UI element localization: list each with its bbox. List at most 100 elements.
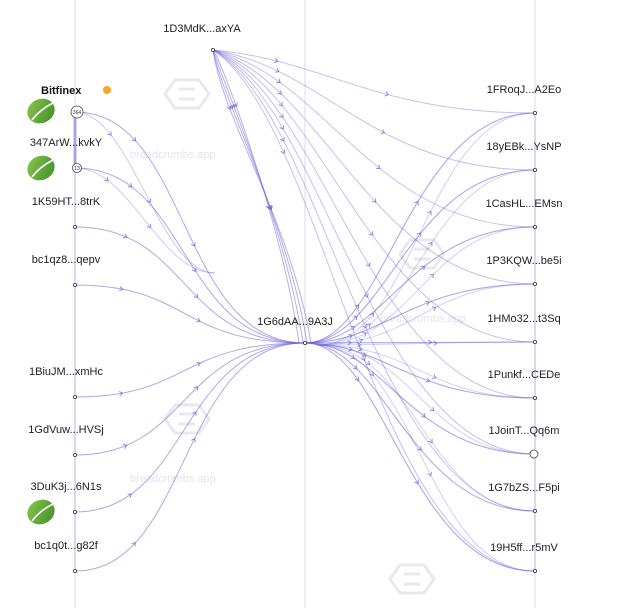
column-axes [74, 0, 536, 608]
edge-top-to-right-7-arrow [362, 324, 368, 329]
edge-center-to-right-2-arrow [350, 326, 356, 331]
edge-center-to-right-1 [304, 169, 536, 344]
edge-top-to-right-1-arrow [380, 129, 386, 134]
edge-top-to-center-1-arrow [230, 103, 236, 109]
edge-center-to-right-b-1-arrow [428, 241, 433, 247]
edge-center-to-right-b-5-arrow [431, 374, 437, 380]
right-node-1[interactable] [533, 167, 538, 172]
edge-left-3-to-center-arrow [119, 286, 124, 292]
edge-center-to-right-0-arrow [414, 200, 419, 206]
edge-center-to-right-2 [304, 226, 536, 344]
left-node-3[interactable] [73, 282, 78, 287]
right-node-label-8: 19H5ff...r5mV [490, 542, 558, 554]
edge-center-to-right-b-2-arrow [429, 273, 435, 279]
edge-top-to-right-0-arrow [274, 58, 279, 64]
edge-left-0-to-center-arrow [191, 242, 196, 247]
left-node-7[interactable] [73, 569, 78, 574]
left-node-1-badge[interactable] [72, 163, 82, 173]
edge-center-to-right-0-arrow [354, 304, 360, 309]
edge-top-to-right-3 [212, 49, 536, 285]
edge-top-to-right-6-arrow [279, 125, 285, 130]
edge-top-to-right-5-arrow [365, 262, 371, 267]
edge-center-to-right-5-arrow [425, 377, 431, 383]
edge-center-to-right-3 [304, 283, 536, 344]
edge-center-to-right-b-7-arrow [365, 360, 371, 365]
left-node-4[interactable] [73, 394, 78, 399]
exchange-status-dot [103, 86, 111, 94]
right-node-label-0: 1FRoqJ...A2Eo [487, 84, 562, 96]
edge-center-to-right-1-arrow [352, 315, 358, 321]
edge-center-to-right-b-6 [316, 344, 536, 455]
edge-left-2-to-center-arrow [123, 233, 128, 239]
left-node-label-2: 1K59HT...8trK [32, 196, 101, 208]
edge-center-to-right-b-4-arrow [433, 340, 438, 346]
watermark-text: breadcrumbs.app [130, 149, 216, 161]
left-node-label-6: 3DuK3j...6N1s [31, 481, 102, 493]
left-node-0-badge[interactable] [70, 105, 84, 119]
edge-left-2-to-center-arrow [193, 293, 199, 299]
edge-center-to-right-6 [304, 342, 536, 455]
edge-center-to-right-b-7 [316, 344, 536, 512]
left-node-label-1: 347ArW...kvkY [30, 137, 103, 149]
center-node[interactable] [302, 340, 307, 345]
edge-top-to-right-5-arrow [279, 113, 284, 119]
edge-left-4-to-center-arrow [118, 391, 124, 397]
edge-top-to-right-7-arrow [280, 137, 285, 142]
right-node-label-2: 1CasHL...EMsn [485, 198, 562, 210]
left-node-0-badge-count: 364 [73, 110, 82, 116]
edge-left-1-to-center-arrow [127, 182, 133, 188]
edge-left-4-to-center [74, 342, 306, 398]
edge-layer [74, 49, 536, 572]
edge-center-to-right-b-8 [316, 344, 536, 572]
edge-center-to-right-b-8-arrow [427, 471, 432, 477]
left-node-5[interactable] [73, 452, 78, 457]
left-node-2[interactable] [73, 224, 78, 229]
edge-top-to-right-8 [212, 49, 536, 572]
edge-center-to-right-b-2-arrow [362, 332, 367, 337]
right-node-6[interactable] [529, 449, 539, 459]
right-node-5[interactable] [533, 395, 538, 400]
right-node-2[interactable] [533, 224, 538, 229]
edge-center-to-right-7-arrow [417, 446, 422, 451]
right-node-label-3: 1P3KQW...be5i [486, 255, 561, 267]
edge-top-to-right-1-arrow [275, 67, 280, 73]
edge-left-0-flow-arrow [146, 198, 152, 204]
edge-center-to-right-b-4 [316, 341, 536, 346]
edge-center-to-right-b-6-arrow [361, 352, 367, 357]
edge-center-to-right-b-6-arrow [429, 406, 435, 412]
edge-center-to-right-b-3-arrow [358, 337, 364, 344]
watermark-text: breadcrumbs.app [380, 313, 466, 325]
edge-center-to-right-b-2 [316, 226, 536, 346]
edge-center-to-right-3-arrow [348, 333, 353, 339]
right-node-label-7: 1G7bZS...F5pi [488, 482, 560, 494]
edge-top-to-right-3-arrow [277, 90, 282, 95]
edge-center-to-right-3-arrow [425, 300, 430, 306]
left-node-6[interactable] [73, 509, 78, 514]
right-node-7[interactable] [533, 508, 538, 513]
edge-top-to-right-3-arrow [371, 198, 377, 203]
left-node-label-5: 1GdVuw...HVSj [28, 424, 103, 436]
edge-top-to-right-5 [212, 49, 536, 399]
edge-left-0-flow-arrow [107, 131, 112, 136]
edge-top-to-right-2 [212, 49, 536, 228]
exchange-label-bitfinex: Bitfinex [41, 85, 82, 97]
edge-top-to-right-8-arrow [360, 356, 366, 362]
top-node-label: 1D3MdK...axYA [163, 23, 241, 35]
top-node[interactable] [210, 48, 215, 53]
right-node-0[interactable] [533, 111, 538, 116]
edge-top-to-right-0-arrow [384, 91, 390, 97]
edge-center-to-right-b-0 [316, 112, 536, 346]
edge-top-to-right-6 [212, 49, 536, 455]
edge-left-6-to-center [74, 342, 306, 513]
right-node-4[interactable] [533, 339, 538, 344]
edge-top-to-right-2-arrow [276, 78, 281, 84]
right-node-3[interactable] [533, 281, 538, 286]
edge-top-to-right-7 [212, 49, 536, 512]
right-node-8[interactable] [533, 569, 538, 574]
left-node-6-leaf-icon [27, 499, 55, 525]
edge-left-7-to-center-arrow [131, 542, 136, 547]
edge-center-to-right-b-8-arrow [369, 371, 374, 377]
edge-center-to-right-b-0-arrow [427, 210, 432, 216]
edge-center-to-right-6-arrow [421, 413, 426, 418]
